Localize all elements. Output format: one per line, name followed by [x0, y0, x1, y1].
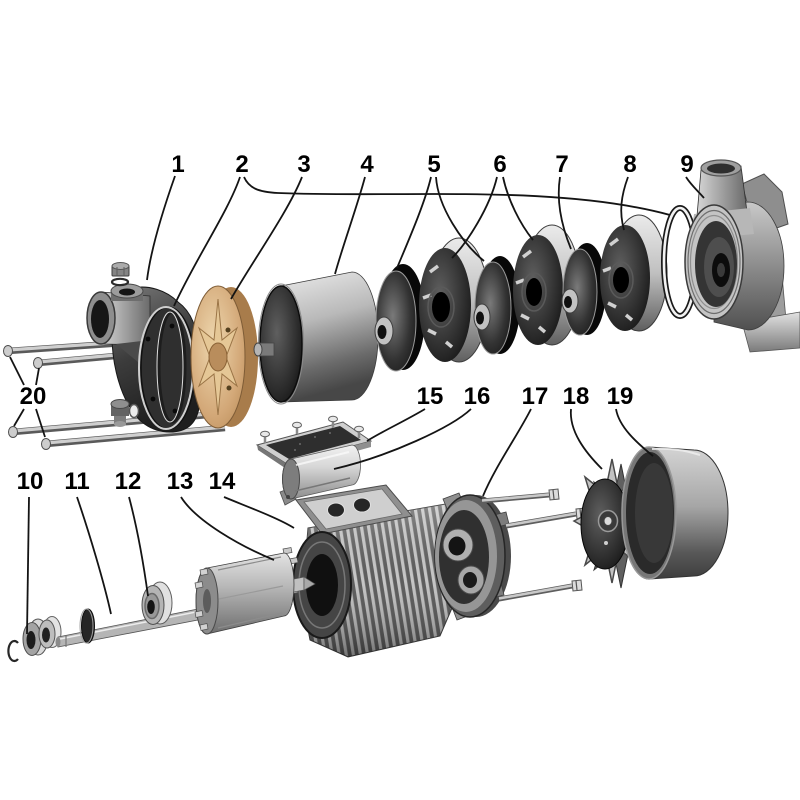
drain-plug: [110, 399, 140, 427]
callout-9: 9: [680, 151, 693, 178]
leader-20c: [13, 408, 25, 427]
pump-body: [684, 159, 800, 353]
leader-9: [685, 176, 705, 199]
callout-2: 2: [235, 151, 248, 178]
callout-20: 20: [20, 383, 47, 410]
callout-8: 8: [623, 151, 636, 178]
callout-7: 7: [555, 151, 568, 178]
stator-housing: [292, 484, 459, 658]
impeller: [473, 256, 520, 355]
leader-10: [26, 496, 30, 635]
tie-rod: [41, 424, 226, 450]
callout-18: 18: [563, 383, 590, 410]
seal-seat: [38, 616, 62, 649]
sleeve-stub: [253, 342, 275, 357]
callout-4: 4: [360, 151, 374, 178]
stage-diffuser: [600, 214, 668, 332]
leader-1: [146, 175, 176, 281]
through-bolts: [481, 488, 587, 602]
callout-17: 17: [522, 383, 549, 410]
leader-15: [366, 408, 426, 442]
callout-1: 1: [171, 151, 184, 178]
callouts: 1 2 3 4 5 6 7 8 9 10 11 12 13 14 15 16 1…: [17, 151, 694, 495]
leader-19: [615, 408, 654, 457]
rotor: [194, 547, 316, 635]
cover-screw: [292, 421, 302, 434]
end-bell: [434, 492, 511, 621]
leader-2b: [243, 176, 671, 216]
callout-11: 11: [64, 468, 89, 495]
leader-20b: [35, 367, 40, 386]
leader-18: [570, 408, 603, 470]
leader-13: [180, 496, 275, 561]
callout-10: 10: [17, 468, 44, 495]
leader-17: [482, 408, 532, 497]
head-flange: [140, 306, 196, 430]
callout-13: 13: [167, 468, 194, 495]
leader-4: [334, 176, 366, 275]
seal-kit: [7, 616, 62, 663]
cover-screw: [260, 430, 270, 443]
leader-20a: [9, 356, 25, 386]
stage-diffuser: [419, 237, 489, 363]
o-ring-head: [156, 310, 187, 424]
cover-screw: [354, 425, 364, 438]
motor-sleeve: [253, 271, 379, 405]
callout-15: 15: [417, 383, 444, 410]
shaft: [55, 606, 209, 648]
impeller: [374, 264, 425, 372]
through-bolt: [481, 488, 560, 504]
leader-6b: [502, 176, 534, 241]
cover-screw: [328, 415, 338, 428]
leader-2a: [173, 176, 241, 307]
bearing: [141, 581, 173, 625]
circlip: [7, 639, 19, 663]
leader-20d: [35, 408, 46, 438]
callout-3: 3: [297, 151, 310, 178]
through-bolt: [505, 507, 587, 529]
diffuser-disc: [190, 285, 258, 429]
fan-cover: [621, 446, 729, 580]
capacitor: [279, 444, 361, 506]
leader-5b: [435, 176, 485, 262]
leader-12: [128, 496, 149, 597]
callout-14: 14: [209, 468, 236, 495]
terminal-box-base: [295, 484, 413, 535]
leader-6a: [451, 176, 498, 259]
impeller: [561, 243, 606, 336]
fill-plug: [110, 262, 130, 287]
leader-5a: [396, 176, 432, 269]
through-bolt: [498, 579, 583, 602]
callout-19: 19: [607, 383, 634, 410]
leader-11: [76, 496, 112, 615]
callout-16: 16: [464, 383, 491, 410]
leader-3: [230, 176, 303, 300]
callout-12: 12: [115, 468, 142, 495]
leader-16: [333, 408, 472, 470]
leader-lines: [9, 175, 705, 635]
callout-5: 5: [427, 151, 440, 178]
leader-8: [620, 176, 629, 231]
callout-6: 6: [493, 151, 506, 178]
leader-14: [223, 496, 295, 529]
leader-7: [557, 176, 572, 250]
